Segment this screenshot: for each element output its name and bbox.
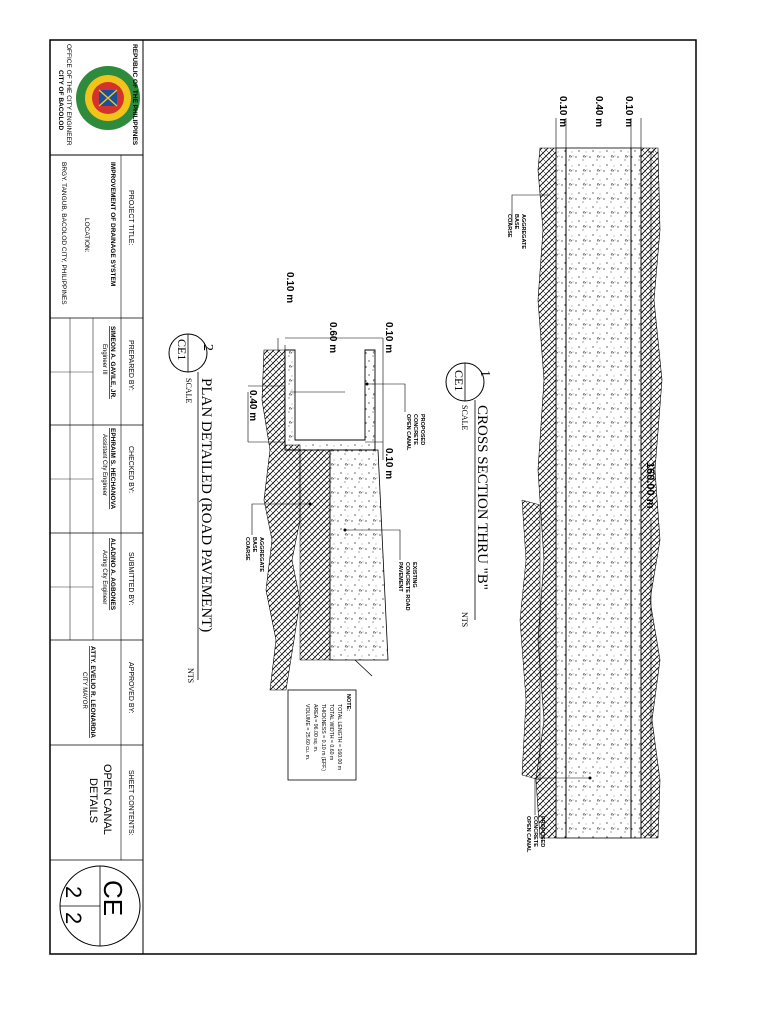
note-line-1: TOTAL LENGTH = 160.00 m [336, 704, 342, 770]
d2-number: 2 [200, 344, 215, 351]
submitted-title: Acting City Engineer [101, 550, 107, 604]
d2-callout-canal-2: CONCRETE [412, 414, 418, 445]
d1-detail-bubble [445, 362, 485, 620]
d2-detail-bubble [168, 333, 208, 680]
sheet-code: CE [98, 880, 128, 916]
d1-callout-canal-1: PROPOSED [539, 816, 545, 847]
location-label: LOCATION: [83, 218, 90, 253]
approved-name: ATTY. EVELIO R. LEONARDIA [89, 646, 96, 738]
d1-title: CROSS SECTION THRU "B" [474, 405, 490, 590]
sheet-border [49, 39, 697, 955]
checked-name: EPHRAIM S. HECHANOVA [109, 428, 116, 509]
d2-scale-value: NTS [186, 668, 195, 683]
d1-callout-canal-3: OPEN CANAL [525, 816, 531, 853]
submitted-name: ALADINO A. AGBONES [109, 538, 116, 611]
note-line-2: TOTAL WIDTH = 0.60 m [328, 704, 334, 760]
sheet-contents-2: DETAILS [87, 778, 99, 823]
approved-title: CITY MAYOR [81, 672, 87, 709]
sheet-contents-1: OPEN CANAL [101, 764, 113, 835]
note-line-3: THICKNESS = 0.10 m (EFF.) [320, 704, 326, 771]
agency-republic: REPUBLIC OF THE PHILIPPINES [131, 44, 138, 146]
note-box: NOTE: TOTAL LENGTH = 160.00 m TOTAL WIDT… [287, 689, 357, 781]
detail-1-drawing [511, 118, 663, 839]
d1-sheet-ref: CE1 [452, 370, 466, 391]
sheet-contents-label: SHEET CONTENTS: [127, 770, 134, 836]
agency-office: OFFICE OF THE CITY ENGINEER [65, 44, 72, 146]
d1-scale-value: NTS [460, 612, 469, 627]
d1-callout-aggregate-1: AGGREGATE [520, 214, 526, 249]
d2-callout-pavement-1: EXISTING [411, 562, 417, 588]
note-line-4: AREA = 96.00 sq. m. [312, 704, 318, 752]
prepared-name: SIMEON A. GAVILE, JR. [109, 326, 116, 399]
d2-scale-label: SCALE [184, 378, 193, 403]
d2-callout-aggregate-1: AGGREGATE [258, 537, 264, 572]
d2-callout-pavement-3: PAVEMENT [397, 562, 403, 592]
checked-label: CHECKED BY: [127, 446, 134, 493]
d1-dim-width: 0.40 m [593, 96, 604, 127]
checked-title: Assistant City Engineer [101, 434, 107, 496]
d1-dim-length: 160.00 m [644, 462, 656, 509]
detail-2-drawing [247, 337, 406, 691]
location: BRGY. TANGUB, BACOLOD CITY, PHILIPPINES [60, 162, 67, 305]
sheet-number-badge: CE 2 2 [59, 865, 141, 947]
note-line-5: VOLUME = 25.60 cu. m. [304, 704, 310, 760]
d2-dim-top: 0.10 m [284, 272, 295, 303]
sheet-number: 2 [61, 886, 86, 898]
prepared-label: PREPARED BY: [127, 340, 134, 391]
city-seal-icon [76, 66, 140, 130]
d1-dim-wall-1: 0.10 m [557, 96, 568, 127]
d2-callout-canal-3: OPEN CANAL [405, 414, 411, 451]
d2-dim-slab: 0.10 m [383, 448, 394, 479]
d1-number: 1 [477, 370, 492, 377]
d2-sheet-ref: CE1 [175, 339, 189, 360]
sheet-total: 2 [61, 912, 86, 924]
d1-callout-aggregate-3: COARSE [506, 214, 512, 238]
d1-dim-wall-2: 0.10 m [623, 96, 634, 127]
title-block [50, 40, 144, 954]
d2-dim-width: 0.40 m [247, 390, 258, 421]
note-heading: NOTE: [345, 694, 351, 711]
d2-callout-canal-1: PROPOSED [419, 414, 425, 445]
submitted-label: SUBMITTED BY: [127, 552, 134, 605]
d2-title: PLAN DETAILED (ROAD PAVEMENT) [198, 378, 214, 632]
d1-callout-canal-2: CONCRETE [532, 816, 538, 847]
d2-dim-depth: 0.60 m [327, 322, 338, 353]
project-title: IMPROVEMENT OF DRAINAGE SYSTEM [109, 162, 116, 286]
d2-callout-aggregate-2: BASE [251, 537, 257, 553]
d1-scale-label: SCALE [460, 405, 469, 430]
prepared-title: Engineer III [101, 344, 107, 375]
d2-callout-aggregate-3: COARSE [244, 537, 250, 561]
agency-city: CITY OF BACOLOD [57, 70, 64, 130]
d1-callout-aggregate-2: BASE [513, 214, 519, 230]
d2-callout-pavement-2: CONCRETE ROAD [404, 562, 410, 611]
approved-label: APPROVED BY: [127, 662, 134, 714]
project-title-label: PROJECT TITLE: [127, 190, 134, 245]
d2-dim-side: 0.10 m [383, 322, 394, 353]
